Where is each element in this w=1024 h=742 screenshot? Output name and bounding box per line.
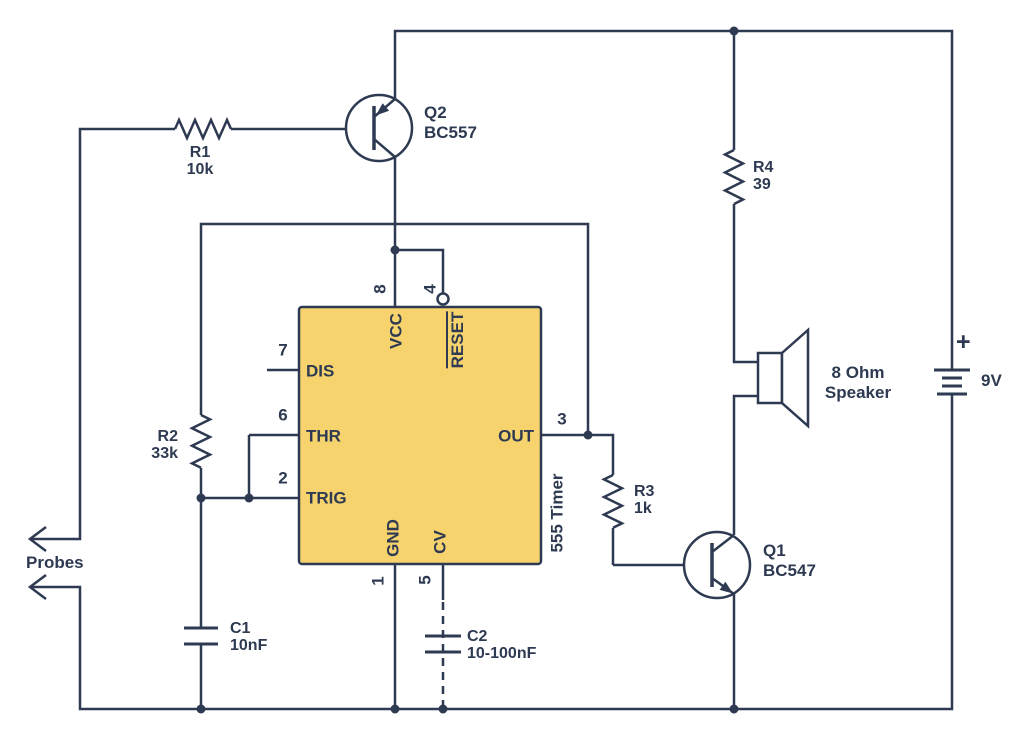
- battery-plus-sign: +: [956, 328, 971, 356]
- pin-number-1: 1: [368, 576, 388, 586]
- label-r1: R1 10k: [187, 144, 214, 178]
- ic-555-title: 555 Timer: [547, 473, 567, 553]
- r3-ref: R3: [634, 483, 655, 500]
- q1-ref: Q1: [763, 541, 786, 560]
- pin-number-7: 7: [278, 340, 288, 360]
- q2-emitter-arrow: [376, 103, 390, 116]
- q1-value: BC547: [763, 561, 816, 580]
- resistor-r4-symbol: [722, 148, 746, 206]
- pin-number-8: 8: [370, 284, 390, 294]
- pin-number-3: 3: [557, 409, 567, 429]
- pin-number-6: 6: [278, 405, 288, 425]
- label-r2: R2 33k: [151, 428, 178, 462]
- speaker-line1: 8 Ohm: [831, 363, 885, 382]
- pin-number-2: 2: [278, 468, 288, 488]
- q2-ref: Q2: [424, 103, 447, 122]
- r1-value: 10k: [186, 161, 214, 178]
- resistor-r3-symbol: [601, 473, 625, 529]
- c2-ref: C2: [467, 628, 488, 645]
- q1-emitter-arrow: [719, 581, 733, 594]
- label-c2: C2 10-100nF: [467, 628, 536, 662]
- pin-label-gnd: GND: [383, 519, 403, 557]
- pin-label-out: OUT: [498, 426, 534, 446]
- r3-value: 1k: [634, 500, 652, 517]
- transistor-q2-symbol: [344, 93, 414, 163]
- label-c1: C1 10nF: [230, 620, 267, 654]
- junction-dots: [196, 26, 739, 714]
- resistor-r1-symbol: [173, 116, 233, 142]
- ic-555-body: [297, 305, 543, 566]
- transistor-q1-symbol: [682, 530, 752, 600]
- r2-value: 33k: [151, 445, 178, 462]
- battery-voltage: 9V: [981, 371, 1002, 390]
- pin-label-vcc: VCC: [386, 313, 406, 349]
- pin-label-cv: CV: [430, 530, 450, 554]
- resistor-r2-symbol: [189, 413, 213, 469]
- probes-label: Probes: [26, 553, 84, 572]
- probe-arrow-bottom: [27, 574, 47, 600]
- speaker-symbol: [756, 327, 810, 429]
- probe-arrow-top: [27, 526, 47, 552]
- reset-bubble-icon: [436, 292, 450, 306]
- pin-label-dis: DIS: [306, 361, 335, 381]
- r4-value: 39: [753, 176, 771, 193]
- speaker-line2: Speaker: [824, 383, 892, 402]
- pin-label-reset: RESET: [446, 311, 467, 369]
- r4-ref: R4: [753, 159, 774, 176]
- label-q2: Q2 BC557: [424, 103, 477, 143]
- c1-ref: C1: [230, 620, 251, 637]
- battery-symbol: [934, 368, 970, 396]
- pin-number-4: 4: [420, 284, 440, 294]
- pin-label-thr: THR: [306, 426, 341, 446]
- probe-arrows: [27, 526, 47, 600]
- pin-label-trig: TRIG: [306, 488, 347, 508]
- label-q1: Q1 BC547: [763, 541, 816, 581]
- label-r3: R3 1k: [634, 483, 654, 517]
- capacitor-c1-symbol: [184, 626, 218, 646]
- label-speaker: 8 Ohm Speaker: [825, 363, 891, 403]
- r2-ref: R2: [157, 428, 178, 445]
- q2-value: BC557: [424, 123, 477, 142]
- r1-ref: R1: [189, 144, 211, 161]
- c2-value: 10-100nF: [467, 645, 537, 662]
- capacitor-c2-symbol: [425, 634, 461, 654]
- c1-value: 10nF: [230, 637, 268, 654]
- pin-number-5: 5: [415, 575, 435, 585]
- label-r4: R4 39: [753, 159, 773, 193]
